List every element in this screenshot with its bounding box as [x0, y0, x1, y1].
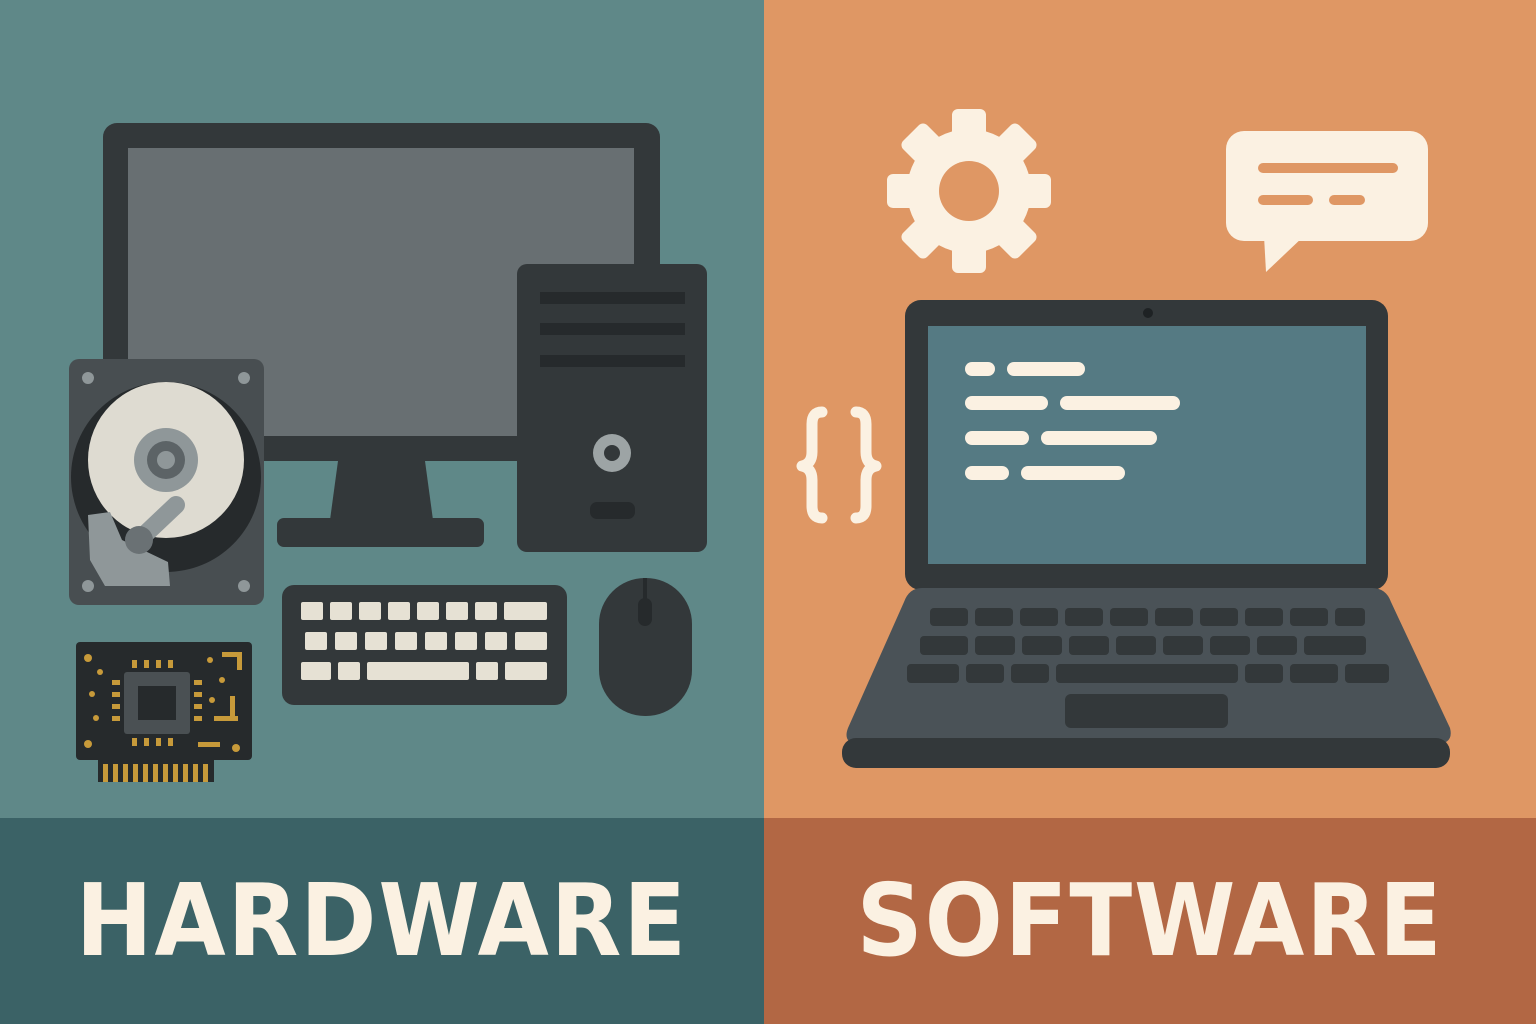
chip-pins [84, 652, 242, 752]
drive-bay [540, 323, 685, 335]
software-banner: SOFTWARE [764, 818, 1536, 1024]
gold-contacts [103, 764, 208, 782]
software-label: SOFTWARE [856, 862, 1444, 979]
trackpad [1065, 694, 1228, 728]
software-panel: SOFTWARE [764, 0, 1536, 1024]
gear-icon [887, 109, 1051, 273]
laptop-keys [907, 608, 1389, 683]
hardware-label: HARDWARE [75, 862, 689, 979]
keyboard-keys [301, 602, 547, 680]
drive-bay [540, 292, 685, 304]
circuit-board-icon [76, 642, 252, 782]
laptop-front [842, 738, 1450, 768]
monitor-stand [330, 461, 433, 520]
code-lines-icon [965, 362, 1180, 480]
mouse-icon [599, 578, 692, 716]
curly-braces-icon [796, 406, 882, 524]
hardware-panel: HARDWARE [0, 0, 764, 1024]
software-illustration [764, 0, 1536, 818]
drive-bay [540, 355, 685, 367]
hardware-banner: HARDWARE [0, 818, 764, 1024]
tower-slot [590, 502, 635, 519]
pc-tower-icon [517, 264, 707, 552]
hard-drive-icon [69, 359, 264, 605]
scroll-wheel [638, 598, 652, 626]
webcam-icon [1143, 308, 1153, 318]
hardware-illustration [0, 0, 764, 818]
monitor-base [277, 518, 484, 547]
chat-bubble-icon [1226, 131, 1428, 272]
laptop-icon [842, 300, 1451, 768]
keyboard-icon [282, 585, 567, 705]
